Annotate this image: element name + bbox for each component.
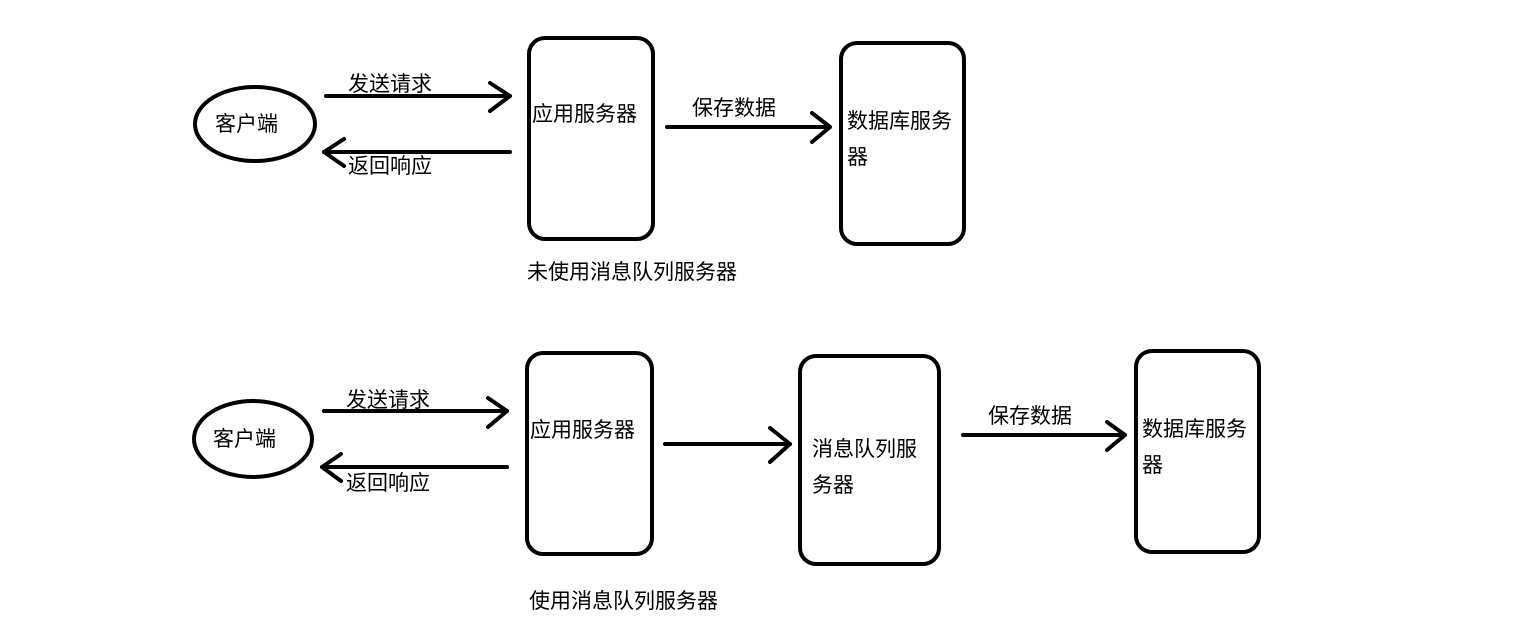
bottom-client-label: 客户端 [213, 427, 276, 451]
bottom-send-request-arrow [322, 396, 509, 429]
top-return-response-arrow [322, 137, 512, 168]
top-db-server-label: 数据库服务器 [847, 109, 952, 169]
bottom-app-server-label: 应用服务器 [530, 418, 635, 442]
bottom-send-request-label: 发送请求 [346, 388, 430, 412]
bottom-return-response-arrow [320, 452, 509, 483]
top-save-data-label: 保存数据 [692, 96, 776, 120]
bottom-app-server-box [525, 351, 654, 556]
bottom-mq-server-box [798, 354, 941, 566]
top-caption: 未使用消息队列服务器 [527, 260, 737, 284]
bottom-save-data-label: 保存数据 [988, 404, 1072, 428]
top-send-request-label: 发送请求 [348, 72, 432, 96]
bottom-save-data-arrow [961, 420, 1127, 452]
top-client-node [193, 85, 317, 163]
top-save-data-arrow [665, 111, 832, 144]
top-app-server-label: 应用服务器 [532, 102, 637, 126]
bottom-app-to-mq-arrow [663, 426, 792, 464]
top-app-server-box [527, 36, 655, 241]
top-client-label: 客户端 [215, 112, 278, 136]
bottom-client-node [192, 399, 314, 479]
bottom-db-server-label: 数据库服务器 [1142, 417, 1247, 477]
top-return-response-label: 返回响应 [348, 154, 432, 178]
top-send-request-arrow [324, 81, 512, 113]
bottom-caption: 使用消息队列服务器 [529, 589, 718, 613]
bottom-mq-server-label: 消息队列服务器 [812, 437, 917, 497]
bottom-return-response-label: 返回响应 [346, 471, 430, 495]
top-db-server-box [839, 41, 966, 246]
bottom-db-server-box [1134, 349, 1261, 554]
